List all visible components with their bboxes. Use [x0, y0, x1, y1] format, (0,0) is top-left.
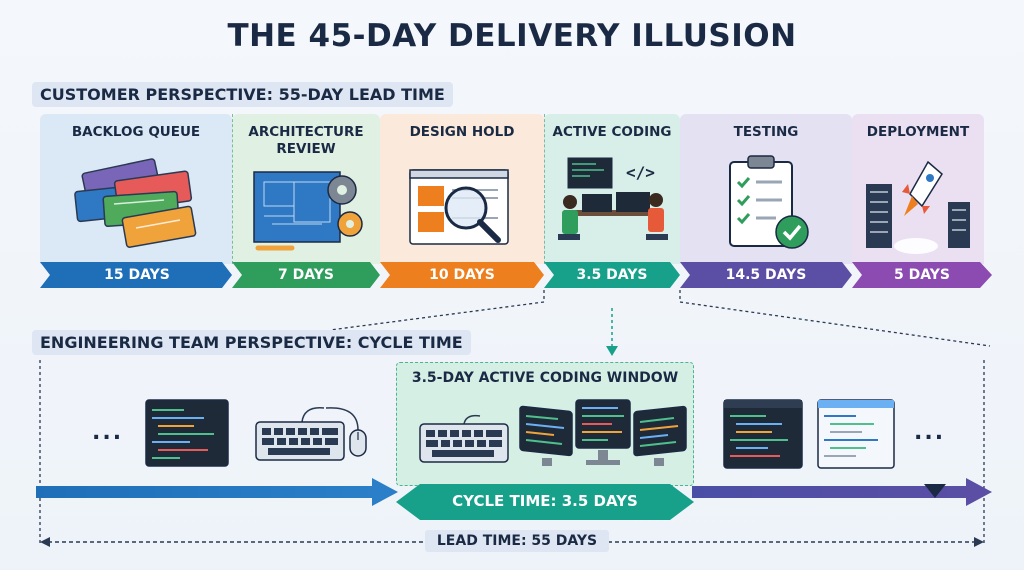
svg-text:</>: </> — [626, 163, 655, 182]
pre-coding-arrow — [36, 486, 376, 498]
stage-architecture: ARCHITECTURE REVIEW — [232, 114, 380, 264]
duration-label: 5 DAYS — [894, 267, 950, 283]
checklist-icon — [729, 155, 809, 249]
chevron-active-coding — [544, 262, 680, 288]
stage-deployment: DEPLOYMENT — [852, 114, 984, 264]
duration-label: 3.5 DAYS — [576, 267, 648, 283]
blueprint-icon — [253, 171, 363, 251]
cycle-time-label: CYCLE TIME: 3.5 DAYS — [452, 492, 638, 510]
triple-monitor-icon — [519, 399, 687, 466]
stage-title: BACKLOG QUEUE — [71, 124, 201, 140]
rocket-icon — [866, 160, 970, 254]
stage-title: ARCHITECTURE REVIEW — [248, 124, 364, 157]
timeline-arrows — [36, 478, 992, 520]
stage-title: DEPLOYMENT — [866, 124, 970, 140]
page-title: THE 45-DAY DELIVERY ILLUSION — [227, 18, 797, 54]
chevron-testing — [680, 262, 852, 288]
cycle-time-arrow — [396, 484, 694, 520]
customer-perspective-label: CUSTOMER PERSPECTIVE: 55-DAY LEAD TIME — [32, 82, 453, 107]
tickets-icon — [74, 158, 197, 248]
lead-time-label: LEAD TIME: 55 DAYS — [425, 530, 609, 552]
post-coding-arrow — [692, 486, 972, 498]
stage-divider — [232, 114, 233, 264]
stage-design: DESIGN HOLD — [380, 114, 544, 264]
stage-active-coding: ACTIVE CODING </> — [544, 114, 680, 264]
code-monitor-icon — [723, 399, 803, 469]
developers-icon: </> — [558, 157, 668, 240]
engineering-perspective-label: ENGINEERING TEAM PERSPECTIVE: CYCLE TIME — [32, 330, 471, 355]
duration-label: 7 DAYS — [278, 267, 334, 283]
stage-title: TESTING — [733, 124, 799, 140]
keyboard-mouse-icon — [255, 407, 367, 461]
code-window-icon — [817, 399, 895, 469]
chevron-architecture — [232, 262, 380, 288]
stage-backlog: BACKLOG QUEUE — [40, 114, 232, 264]
stage-divider — [544, 114, 545, 264]
duration-label: 15 DAYS — [104, 267, 170, 283]
chevron-deployment — [852, 262, 992, 288]
magnifier-icon — [409, 169, 509, 245]
stage-testing: TESTING — [680, 114, 852, 264]
duration-label: 14.5 DAYS — [725, 267, 807, 283]
duration-label: 10 DAYS — [429, 267, 495, 283]
chevron-backlog — [40, 262, 232, 288]
stage-title: ACTIVE CODING — [552, 124, 672, 140]
stage-title: DESIGN HOLD — [409, 124, 515, 140]
keyboard-icon — [419, 414, 509, 463]
chevron-design — [380, 262, 544, 288]
ellipsis-left: ... — [92, 420, 124, 445]
zoom-connector — [329, 290, 991, 356]
ellipsis-right: ... — [914, 420, 946, 445]
code-monitor-icon — [145, 399, 229, 467]
window-title: 3.5-DAY ACTIVE CODING WINDOW — [411, 370, 679, 386]
duration-bar — [40, 262, 992, 288]
